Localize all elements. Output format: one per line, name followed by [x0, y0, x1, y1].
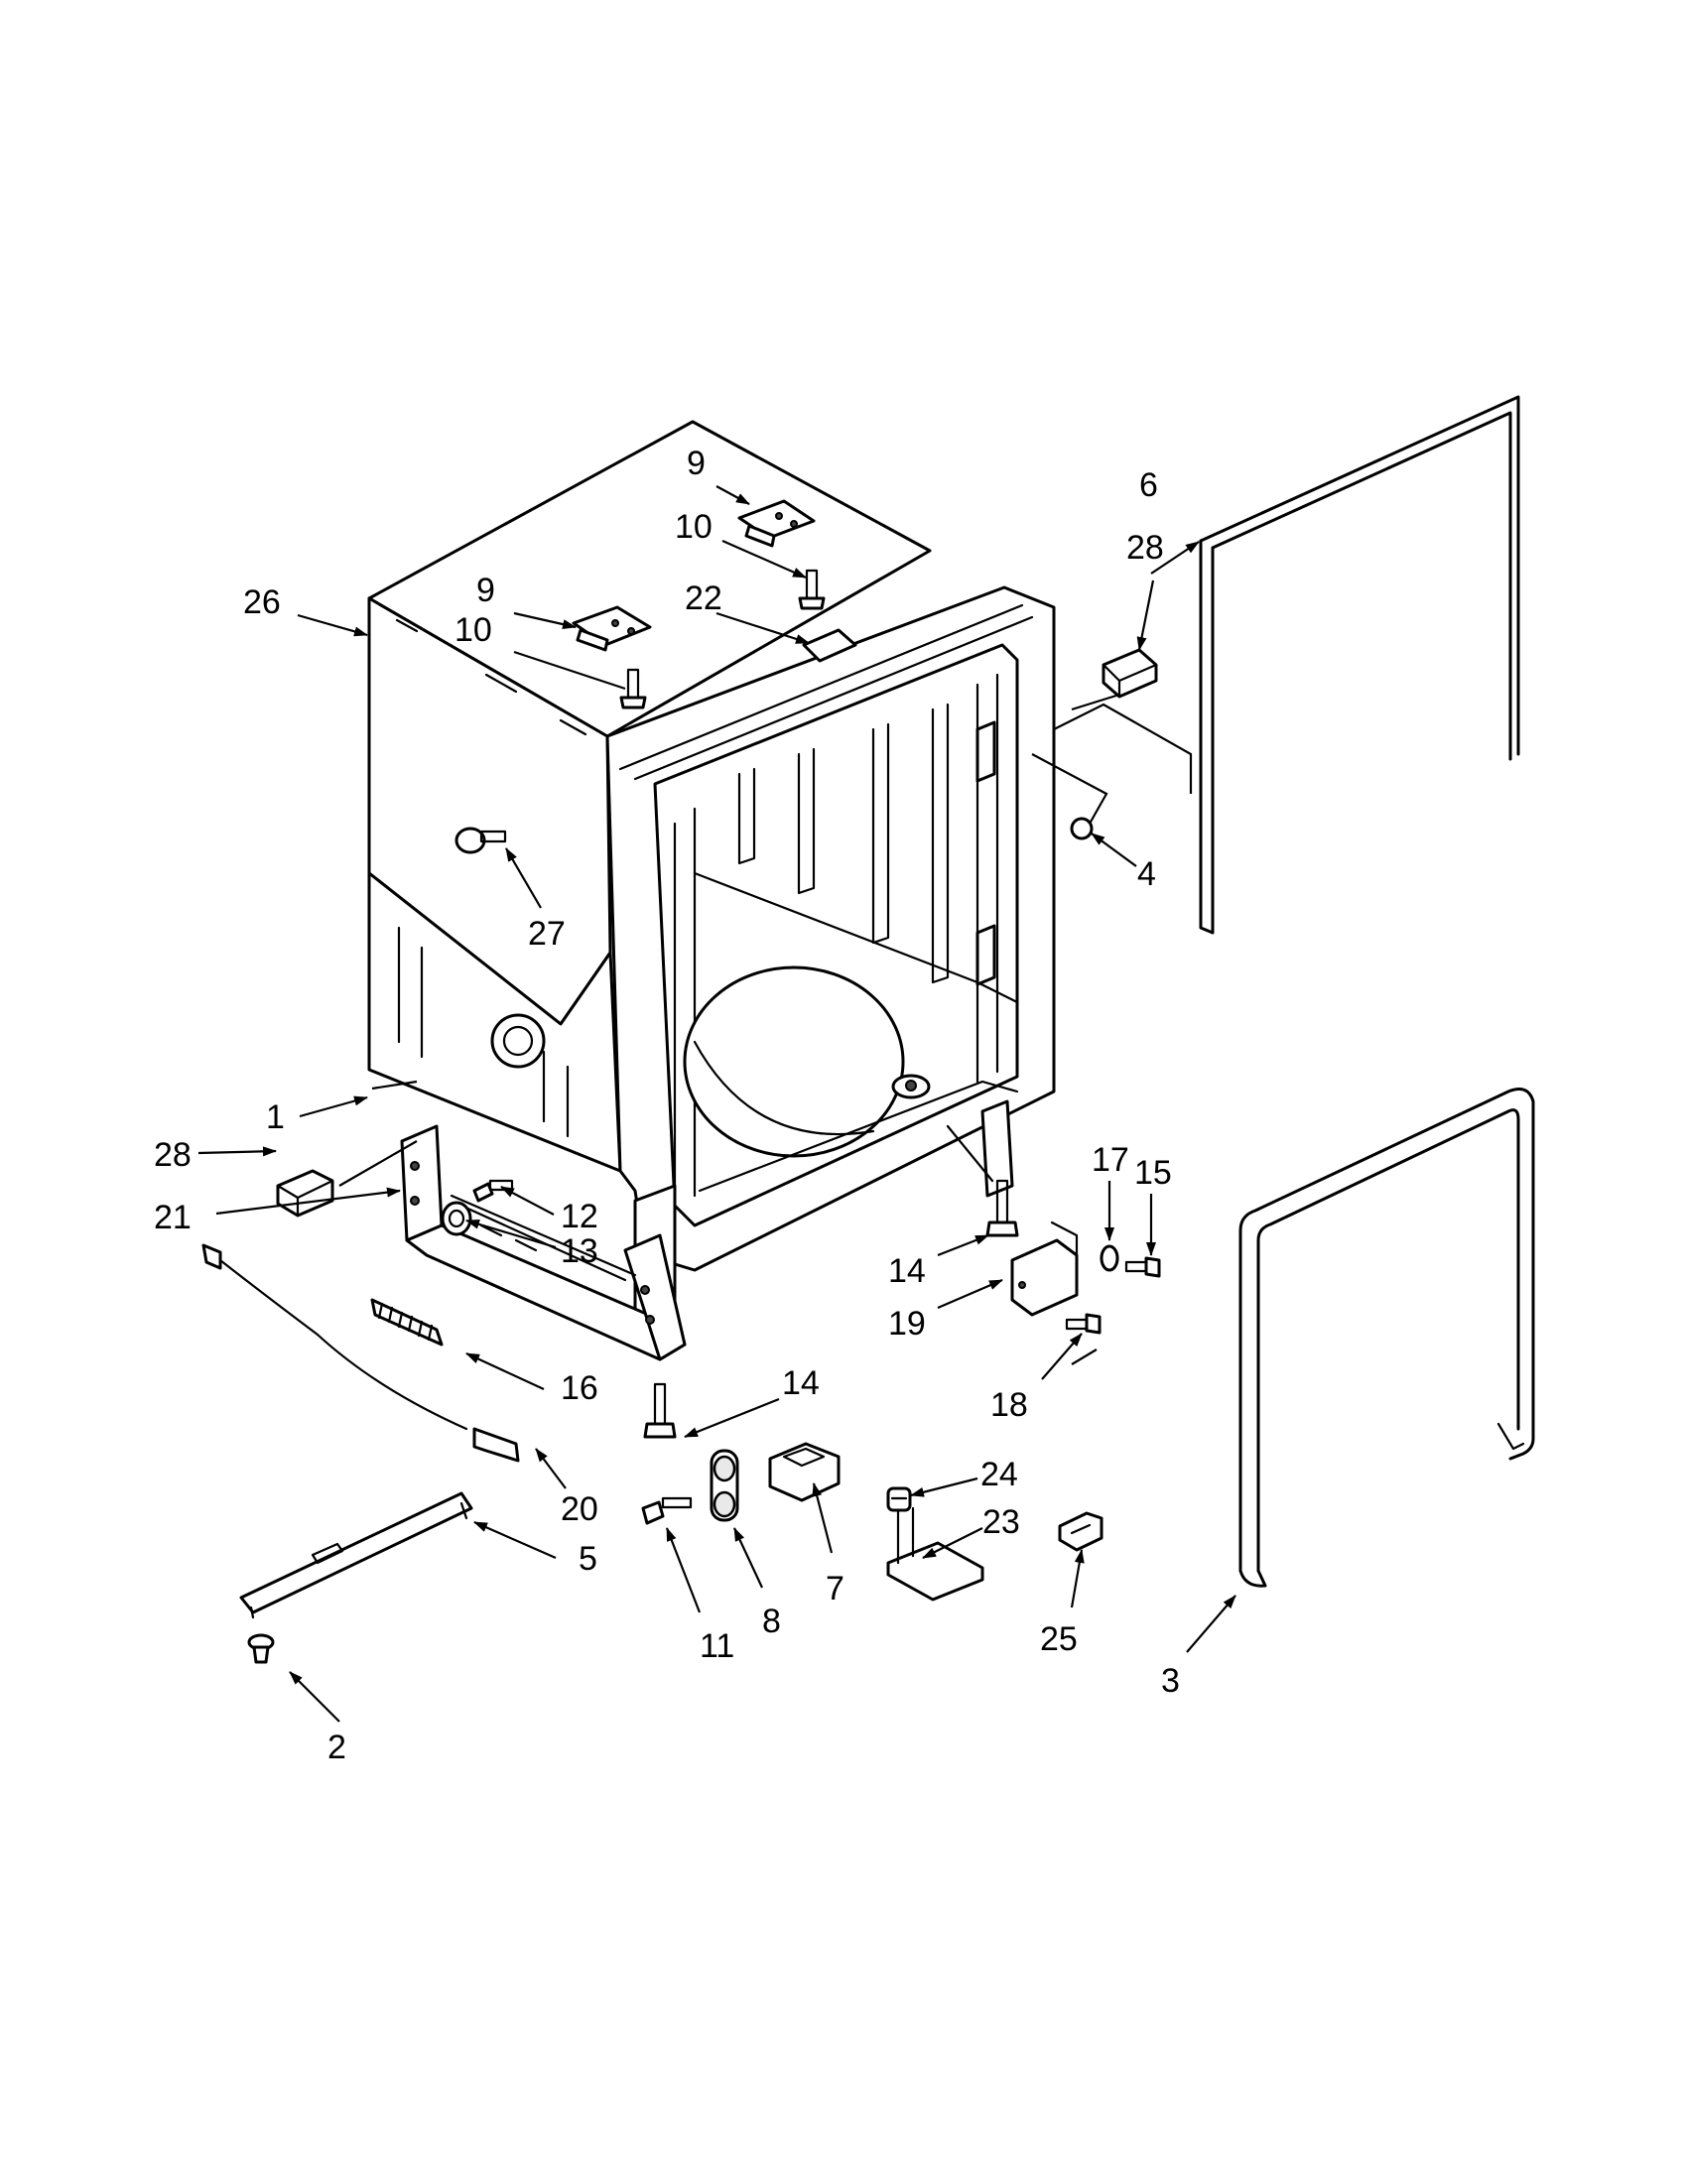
callout-12: 12 [561, 1198, 598, 1235]
callout-13: 13 [561, 1232, 598, 1270]
power-cord [201, 1243, 520, 1463]
hinge-plate-lower [572, 605, 652, 652]
callout-9-lower: 9 [476, 572, 495, 609]
callout-labels: 9 10 9 10 22 26 27 6 28 4 1 28 21 12 13 … [154, 445, 1180, 1766]
roller-8 [710, 1449, 739, 1522]
callout-1: 1 [266, 1098, 285, 1136]
screw-11 [641, 1496, 693, 1525]
vent-clip [802, 628, 857, 663]
washer-17 [1100, 1244, 1119, 1272]
callout-25: 25 [1040, 1620, 1078, 1658]
door-spring [370, 1298, 444, 1347]
bracket-23 [886, 1506, 984, 1602]
callout-10-lower: 10 [454, 611, 492, 649]
callout-24: 24 [980, 1456, 1018, 1493]
callout-20: 20 [561, 1490, 598, 1528]
callout-14-rear: 14 [888, 1252, 926, 1290]
grommet-13 [441, 1201, 472, 1236]
screw-18 [1065, 1313, 1102, 1335]
callout-23: 23 [982, 1503, 1020, 1541]
callout-9-upper: 9 [687, 445, 706, 482]
clip-2 [247, 1633, 275, 1664]
leader-lines [197, 485, 1236, 1723]
base-bracket [400, 1124, 687, 1361]
bumper-lower [276, 1169, 334, 1218]
callout-6: 6 [1139, 466, 1158, 504]
callout-15: 15 [1134, 1154, 1172, 1192]
callout-28-lower: 28 [154, 1136, 192, 1174]
hinge-plate-upper [737, 499, 816, 548]
switch-24 [886, 1486, 912, 1512]
fastener-27 [454, 827, 507, 854]
callout-5: 5 [579, 1540, 597, 1578]
screw-10-upper [798, 569, 826, 610]
rear-leg-bracket [946, 1099, 1014, 1198]
callout-10-upper: 10 [675, 508, 713, 546]
callout-21: 21 [154, 1199, 192, 1236]
tub-assembly [367, 420, 1056, 1337]
callout-14-front: 14 [782, 1364, 820, 1402]
callout-22: 22 [685, 579, 722, 617]
callout-16: 16 [561, 1369, 598, 1407]
callout-28-upper: 28 [1126, 529, 1164, 567]
callout-27: 27 [528, 915, 566, 953]
switch-7 [768, 1442, 841, 1502]
callout-8: 8 [762, 1603, 781, 1640]
screw-10-lower [619, 668, 647, 709]
callout-19: 19 [888, 1305, 926, 1343]
callout-3: 3 [1161, 1662, 1180, 1700]
bracket-19 [1010, 1220, 1079, 1317]
clip-25 [1058, 1511, 1103, 1552]
screw-15 [1124, 1256, 1161, 1278]
leveling-leg-14-rear [985, 1179, 1019, 1237]
kick-plate [239, 1491, 473, 1619]
callout-4: 4 [1137, 855, 1156, 893]
callout-26: 26 [243, 583, 281, 621]
callout-7: 7 [826, 1570, 844, 1607]
callout-2: 2 [327, 1729, 346, 1766]
callout-11: 11 [700, 1627, 734, 1665]
plug [1070, 817, 1094, 840]
door-seal-bottom [1238, 1088, 1535, 1588]
callout-17: 17 [1092, 1141, 1129, 1179]
bumper-upper [1102, 648, 1158, 699]
callout-18: 18 [990, 1386, 1028, 1424]
leveling-leg-14-front [643, 1382, 677, 1439]
door-gasket-side [1199, 395, 1520, 935]
